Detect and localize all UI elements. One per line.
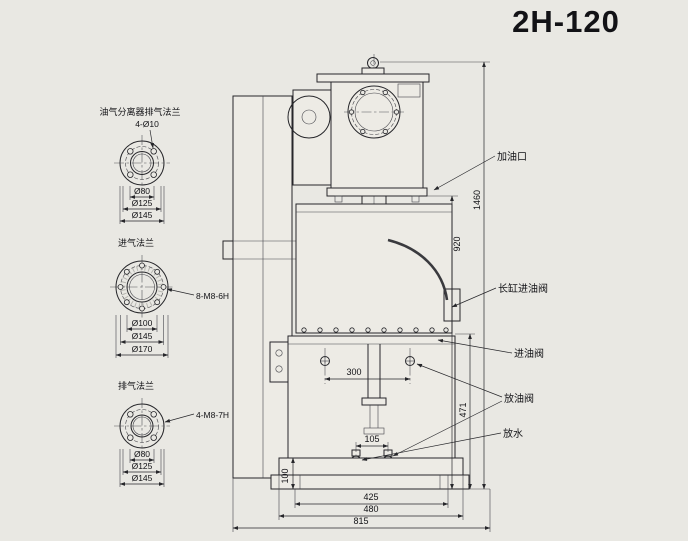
flange1-bolt-spec-label: 4-Ø10: [135, 119, 159, 129]
dim-471-label: 471: [458, 402, 468, 417]
callout-oil-inlet-valve: 进油阀: [514, 347, 544, 360]
dim-425-label: 425: [363, 492, 378, 502]
flange1-outer-circle: [119, 140, 165, 186]
callout-oil-drain-valve: 放油阀: [504, 392, 534, 405]
oil-line-pipe: [387, 238, 449, 301]
dim-300-label: 300: [346, 367, 361, 377]
page-title: 2H-120: [512, 4, 620, 39]
dim-100-label: 100: [280, 468, 290, 483]
flange1-dim-d2: Ø125: [132, 198, 153, 208]
flange3-dim-d2: Ø125: [132, 461, 153, 471]
flange3-dim-d1: Ø80: [134, 449, 150, 459]
flange2-name-label: 进气法兰: [118, 237, 154, 248]
flange2-dim-d1: Ø100: [132, 318, 153, 328]
flange3-dim-d3: Ø145: [132, 473, 153, 483]
dim-815-label: 815: [353, 516, 368, 526]
pump-body-lower: [269, 335, 456, 459]
motor-front-flange: [347, 85, 401, 139]
flange1-dim-d1: Ø80: [134, 186, 150, 196]
flange1-dim-d3: Ø145: [132, 210, 153, 220]
flange1-bolt-hole: [150, 148, 157, 155]
flange3-bolt-spec-label: 4-M8-7H: [196, 410, 229, 420]
pump-assembly-drawing: [222, 54, 470, 490]
flange2-bolt-spec-label: 8-M8-6H: [196, 291, 229, 301]
pump-frame: [222, 95, 296, 479]
flange-detail-oil-gas-separator-exhaust: 油气分离器排气法兰 4-Ø10 Ø80 Ø125 Ø145: [99, 106, 181, 224]
dim-1460-label: 1460: [472, 190, 482, 210]
flange2-outer-circle: [115, 260, 169, 314]
motor-assembly: [287, 57, 430, 203]
callout-water-drain: 放水: [503, 427, 523, 440]
callout-long-cylinder-oil-valve: 长缸进油阀: [498, 282, 548, 295]
motor-body: [330, 81, 424, 189]
flange3-name-label: 排气法兰: [118, 380, 154, 391]
flange2-bolt-hole: [160, 284, 167, 290]
flange2-dim-d2: Ø145: [132, 331, 153, 341]
callout-oil-fill-port: 加油口: [497, 150, 527, 163]
flange-detail-exhaust: 排气法兰 4-M8-7H Ø80 Ø125 Ø145: [114, 380, 229, 487]
flange-detail-intake: 进气法兰 8-M8-6H Ø100 Ø145 Ø170: [110, 237, 229, 358]
flange1-name-label: 油气分离器排气法兰: [99, 106, 180, 117]
pump-body-upper: [295, 203, 461, 334]
lifting-eye: [367, 57, 379, 69]
flange2-dim-d3: Ø170: [132, 344, 153, 354]
dim-105-label: 105: [364, 434, 379, 444]
dim-480-label: 480: [363, 504, 378, 514]
callout-labels: 加油口 长缸进油阀 进油阀 放油阀 放水: [361, 150, 548, 461]
flange3-outer-circle: [119, 403, 165, 449]
flange3-bolt-hole: [150, 411, 157, 418]
pump-base: [270, 457, 470, 490]
dim-920-label: 920: [452, 236, 462, 251]
oil-sight-glass: [269, 341, 289, 383]
